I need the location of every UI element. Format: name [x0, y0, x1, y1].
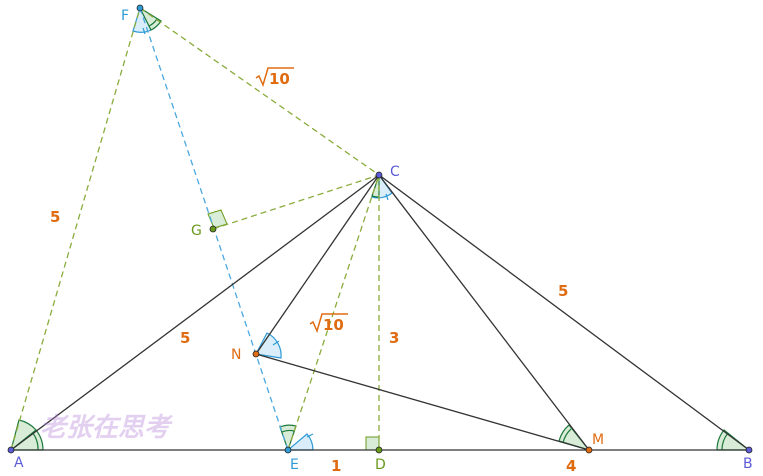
segment-CB — [378, 174, 750, 451]
length-CD: 3 — [389, 329, 399, 347]
point-A — [7, 446, 15, 454]
label-E: E — [290, 457, 299, 473]
segment-EC — [287, 174, 380, 451]
point-D — [375, 446, 383, 454]
radical-sign-EC — [309, 313, 348, 334]
label-M: M — [592, 432, 604, 448]
watermark: 老张在思考 — [40, 413, 173, 443]
length-EC: 10 — [309, 313, 348, 334]
segment-AC — [10, 174, 380, 451]
point-G — [209, 225, 217, 233]
point-E — [284, 446, 292, 454]
point-B — [745, 446, 753, 454]
point-labels: A B C D E F G M N — [14, 8, 753, 473]
length-CB: 5 — [558, 282, 568, 300]
label-F: F — [121, 8, 129, 24]
label-D: D — [375, 457, 386, 473]
segment-GC — [212, 174, 380, 230]
point-N — [252, 350, 260, 358]
label-B: B — [743, 456, 753, 472]
angle-mark-N — [255, 332, 282, 359]
radical-sign-FC — [255, 67, 294, 88]
segment-CM — [378, 174, 590, 451]
point-F — [136, 4, 144, 12]
angle-mark-F-green-outer — [148, 18, 158, 27]
length-labels: 5 5 5 3 1 4 10 10 — [50, 67, 576, 475]
segment-AF — [10, 7, 141, 451]
angle-mark-F-green — [138, 6, 162, 31]
angle-tick-F — [142, 27, 146, 35]
label-C: C — [390, 164, 400, 180]
radicand-EC: 10 — [323, 316, 344, 334]
length-FC: 10 — [255, 67, 294, 88]
length-DM: 4 — [566, 457, 576, 475]
point-M — [585, 446, 593, 454]
segment-FC — [139, 7, 380, 176]
length-AC: 5 — [180, 329, 190, 347]
length-ED: 1 — [331, 457, 341, 475]
angle-tick-E — [306, 433, 314, 438]
label-A: A — [14, 455, 24, 471]
length-AF: 5 — [50, 208, 60, 226]
solid-lines — [10, 174, 750, 451]
point-C — [375, 171, 383, 179]
segment-CN — [255, 174, 380, 355]
points — [7, 4, 753, 454]
angle-tick-N — [272, 340, 280, 346]
label-G: G — [191, 223, 202, 239]
angle-tick-C — [385, 193, 389, 201]
angle-markers — [9, 6, 751, 452]
segment-NM — [255, 353, 590, 451]
radicand-FC: 10 — [269, 70, 290, 88]
angle-mark-E-green-outer — [281, 429, 295, 433]
label-N: N — [231, 347, 241, 363]
